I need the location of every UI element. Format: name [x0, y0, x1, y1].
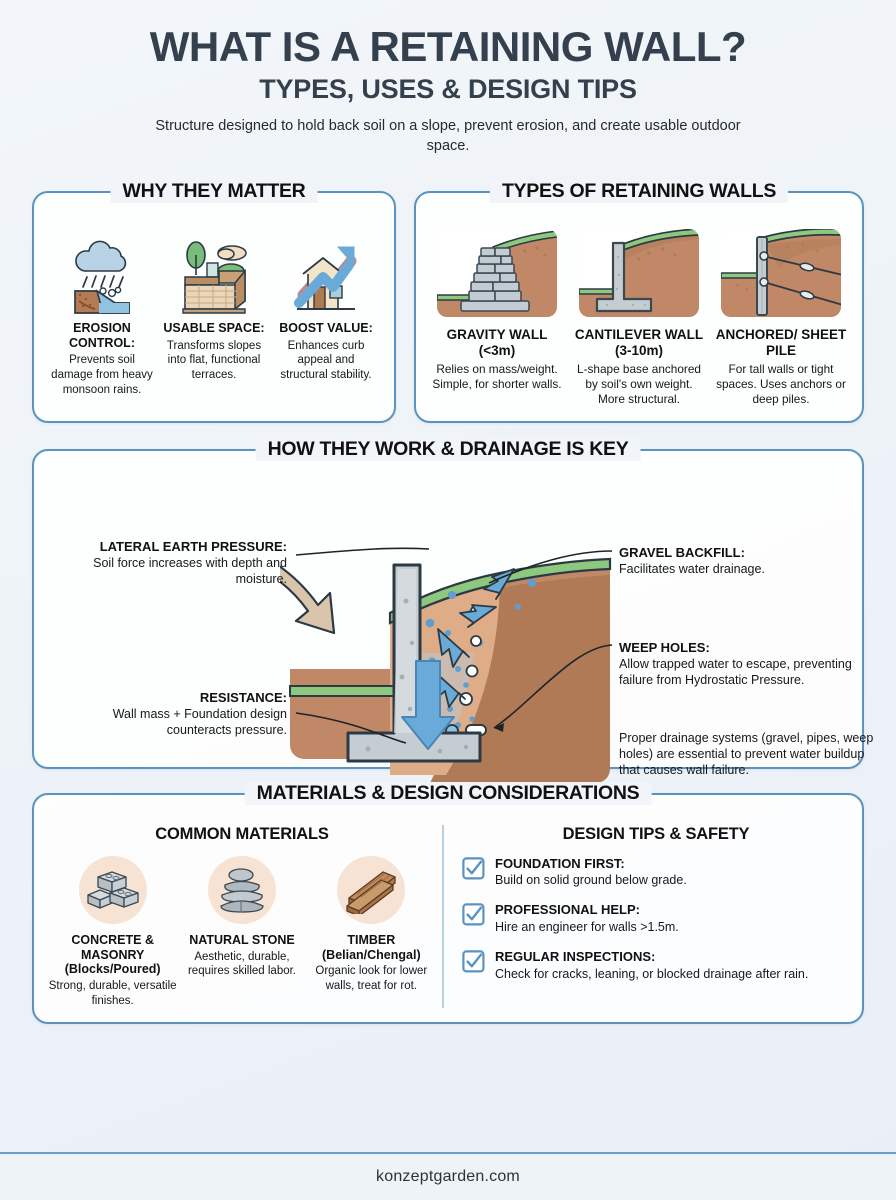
tip-regular-inspections: REGULAR INSPECTIONS: Check for cracks, l…: [462, 949, 850, 982]
material-body: Organic look for lower walls, treat for …: [315, 965, 428, 992]
common-materials-heading: COMMON MATERIALS: [155, 824, 329, 843]
type-card-anchored: ANCHORED/ SHEET PILE For tall walls or t…: [710, 223, 852, 407]
checkbox-checked-icon[interactable]: [462, 903, 485, 931]
material-body: Strong, durable, versatile finishes.: [48, 980, 177, 1007]
label-heading: RESISTANCE:: [199, 689, 287, 705]
cantilever-wall-icon: [572, 223, 706, 321]
erosion-rain-icon: [50, 223, 154, 315]
house-value-arrow-icon: [274, 223, 378, 315]
leader-lines: [295, 547, 613, 744]
tip-professional-help: PROFESSIONAL HELP: Hire an engineer for …: [462, 902, 850, 935]
tip-foundation-first: FOUNDATION FIRST: Build on solid ground …: [462, 856, 850, 889]
tips-list: FOUNDATION FIRST: Build on solid ground …: [462, 856, 850, 982]
panel-types-of-walls: TYPES OF RETAINING WALLS: [414, 179, 864, 423]
card-body: L-shape base anchored by soil's own weig…: [577, 361, 701, 406]
how-diagram: LATERAL EARTH PRESSURE: Soil force incre…: [34, 485, 873, 783]
panel-title-types: TYPES OF RETAINING WALLS: [489, 179, 789, 203]
why-card-erosion: EROSION CONTROL: Prevents soil damage fr…: [46, 223, 158, 398]
tip-heading: FOUNDATION FIRST:: [495, 855, 625, 871]
card-heading: CANTILEVER WALL (3-10m): [574, 326, 704, 358]
row-top: WHY THEY MATTER: [0, 157, 896, 423]
label-drainage-note: Proper drainage systems (gravel, pipes, …: [619, 730, 874, 779]
label-body: Proper drainage systems (gravel, pipes, …: [619, 730, 874, 778]
row-how-they-work: HOW THEY WORK & DRAINAGE IS KEY: [0, 423, 896, 783]
label-body: Facilitates water drainage.: [619, 562, 765, 577]
material-heading: TIMBER (Belian/Chengal): [322, 932, 421, 962]
label-heading: WEEP HOLES:: [619, 639, 710, 655]
timber-planks-icon: [337, 855, 406, 924]
panel-why-they-matter: WHY THEY MATTER: [32, 179, 396, 423]
material-heading: NATURAL STONE: [189, 932, 295, 947]
lateral-pressure-arrow: [280, 565, 336, 634]
panel-materials-design: MATERIALS & DESIGN CONSIDERATIONS COMMON…: [32, 781, 864, 1025]
tip-body: Build on solid ground below grade.: [495, 873, 687, 888]
label-heading: LATERAL EARTH PRESSURE:: [99, 538, 287, 554]
row-materials: MATERIALS & DESIGN CONSIDERATIONS COMMON…: [0, 769, 896, 1025]
card-body: Transforms slopes into flat, functional …: [166, 339, 262, 381]
types-cards: GRAVITY WALL (<3m) Relies on mass/weight…: [426, 223, 852, 407]
material-concrete: CONCRETE & MASONRY (Blocks/Poured) Stron…: [48, 855, 177, 1008]
tip-heading: PROFESSIONAL HELP:: [495, 902, 640, 918]
tip-heading: REGULAR INSPECTIONS:: [495, 949, 656, 965]
panel-how-they-work: HOW THEY WORK & DRAINAGE IS KEY: [32, 437, 873, 783]
type-card-cantilever: CANTILEVER WALL (3-10m) L-shape base anc…: [568, 223, 710, 407]
footer-site-url[interactable]: konzeptgarden.com: [376, 1168, 520, 1185]
anchored-sheet-pile-icon: [714, 223, 848, 321]
type-card-gravity: GRAVITY WALL (<3m) Relies on mass/weight…: [426, 223, 568, 407]
concrete-blocks-icon: [78, 855, 147, 924]
card-heading: USABLE SPACE:: [163, 320, 265, 335]
card-heading: EROSION CONTROL:: [69, 320, 135, 350]
checkbox-checked-icon[interactable]: [462, 857, 485, 885]
common-materials-column: COMMON MATERIALS: [42, 824, 444, 1009]
card-heading: GRAVITY WALL (<3m): [446, 326, 548, 358]
label-resistance: RESISTANCE: Wall mass + Foundation desig…: [52, 690, 287, 739]
stacked-stones-icon: [207, 855, 276, 924]
terrace-space-icon: [162, 223, 266, 315]
panel-title-how: HOW THEY WORK & DRAINAGE IS KEY: [255, 437, 641, 461]
materials-grid: COMMON MATERIALS: [42, 824, 854, 1009]
label-body: Soil force increases with depth and mois…: [93, 556, 287, 587]
tip-body: Hire an engineer for walls >1.5m.: [495, 920, 679, 935]
gravity-wall-icon: [430, 223, 564, 321]
design-tips-column: DESIGN TIPS & SAFETY FOUNDATION FIRST:: [444, 825, 854, 1008]
label-heading: GRAVEL BACKFILL:: [619, 544, 745, 560]
card-body: For tall walls or tight spaces. Uses anc…: [716, 361, 846, 406]
design-tips-heading: DESIGN TIPS & SAFETY: [562, 824, 750, 843]
material-stone: NATURAL STONE Aesthetic, durable, requir…: [178, 855, 306, 1008]
material-timber: TIMBER (Belian/Chengal) Organic look for…: [307, 855, 435, 1008]
page-description: Structure designed to hold back soil on …: [155, 118, 741, 155]
tip-body: Check for cracks, leaning, or blocked dr…: [495, 966, 809, 981]
checkbox-checked-icon[interactable]: [462, 950, 485, 978]
card-body: Relies on mass/weight. Simple, for short…: [432, 361, 562, 391]
why-card-usable-space: USABLE SPACE: Transforms slopes into fla…: [158, 223, 270, 398]
why-card-boost-value: BOOST VALUE: Enhances curb appeal and st…: [270, 223, 382, 398]
panel-title-why: WHY THEY MATTER: [110, 179, 318, 203]
why-cards: EROSION CONTROL: Prevents soil damage fr…: [46, 223, 382, 398]
label-body: Wall mass + Foundation design counteract…: [112, 707, 287, 738]
label-gravel-backfill: GRAVEL BACKFILL: Facilitates water drain…: [619, 545, 869, 578]
card-heading: ANCHORED/ SHEET PILE: [715, 326, 847, 358]
material-heading: CONCRETE & MASONRY (Blocks/Poured): [64, 932, 161, 977]
page-subtitle: TYPES, USES & DESIGN TIPS: [259, 73, 637, 104]
label-lateral-earth-pressure: LATERAL EARTH PRESSURE: Soil force incre…: [52, 539, 287, 588]
label-body: Allow trapped water to escape, preventin…: [619, 657, 852, 688]
footer: konzeptgarden.com: [0, 1152, 896, 1200]
card-body: Prevents soil damage from heavy monsoon …: [51, 354, 153, 396]
page-title: WHAT IS A RETAINING WALL?: [149, 23, 747, 70]
retaining-wall-cross-section-illustration: [280, 557, 612, 783]
downward-force-arrow: [401, 659, 455, 750]
label-weep-holes: WEEP HOLES: Allow trapped water to escap…: [619, 640, 869, 689]
card-heading: BOOST VALUE:: [279, 320, 373, 335]
material-body: Aesthetic, durable, requires skilled lab…: [187, 950, 296, 978]
header: WHAT IS A RETAINING WALL? TYPES, USES & …: [0, 0, 896, 157]
panel-title-materials: MATERIALS & DESIGN CONSIDERATIONS: [244, 781, 652, 805]
materials-list: CONCRETE & MASONRY (Blocks/Poured) Stron…: [48, 855, 436, 1008]
card-body: Enhances curb appeal and structural stab…: [280, 339, 372, 381]
